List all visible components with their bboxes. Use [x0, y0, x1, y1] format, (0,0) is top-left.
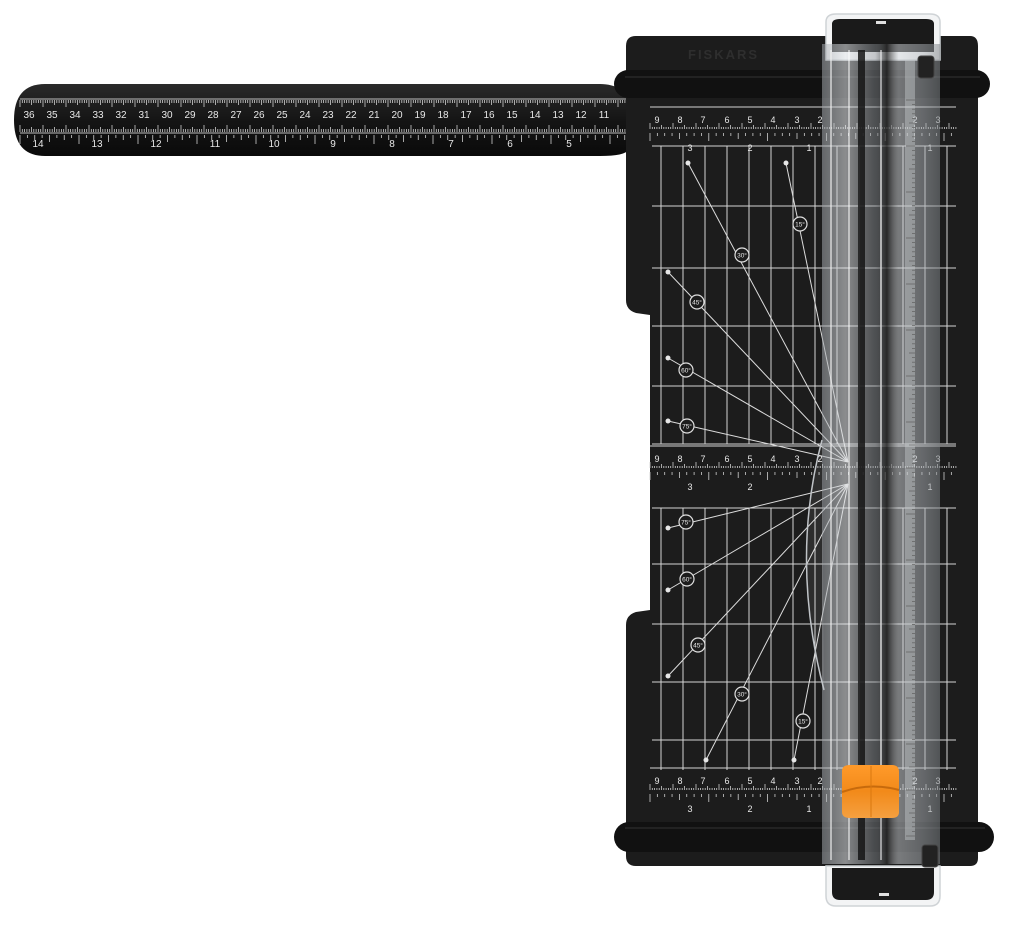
- svg-text:8: 8: [677, 454, 682, 464]
- svg-text:2: 2: [747, 804, 752, 814]
- arm-cm-label: 36: [23, 110, 35, 121]
- svg-text:2: 2: [747, 482, 752, 492]
- angle-label: 60°: [681, 367, 691, 375]
- svg-text:1: 1: [806, 143, 811, 153]
- svg-text:5: 5: [747, 454, 752, 464]
- arm-cm-label: 20: [391, 110, 403, 121]
- svg-text:8: 8: [677, 776, 682, 786]
- svg-text:9: 9: [654, 115, 659, 125]
- angle-guides: 15° 30° 45° 60° 75° 75° 60° 45° 30° 15°: [665, 160, 849, 763]
- svg-text:3: 3: [794, 115, 799, 125]
- arm-cm-label: 24: [299, 110, 311, 121]
- svg-text:5: 5: [747, 776, 752, 786]
- svg-text:9: 9: [654, 454, 659, 464]
- angle-label: 60°: [682, 576, 692, 584]
- angle-label: 30°: [737, 691, 747, 699]
- svg-text:7: 7: [700, 776, 705, 786]
- svg-text:6: 6: [724, 776, 729, 786]
- svg-text:5: 5: [747, 115, 752, 125]
- arm-inch-label: 7: [448, 139, 454, 150]
- arm-cm-label: 32: [115, 110, 127, 121]
- angle-label: 75°: [681, 519, 691, 527]
- arm-inch-label: 8: [389, 139, 395, 150]
- arm-inch-label: 6: [507, 139, 513, 150]
- svg-text:2: 2: [747, 143, 752, 153]
- arm-inch-label: 10: [268, 139, 280, 150]
- svg-text:7: 7: [700, 115, 705, 125]
- arm-cm-label: 11: [599, 110, 610, 121]
- arm-cm-label: 12: [575, 110, 587, 121]
- svg-text:2: 2: [817, 115, 822, 125]
- svg-text:3: 3: [687, 482, 692, 492]
- angle-label: 15°: [798, 718, 808, 726]
- svg-text:3: 3: [794, 454, 799, 464]
- cutting-rail[interactable]: [822, 13, 941, 907]
- blade-handle[interactable]: [841, 765, 900, 818]
- angle-label: 75°: [682, 423, 692, 431]
- arm-cm-label: 31: [138, 110, 150, 121]
- arm-cm-label: 18: [437, 110, 449, 121]
- arm-cm-label: 34: [69, 110, 81, 121]
- angle-label: 15°: [795, 221, 805, 229]
- svg-text:2: 2: [817, 776, 822, 786]
- arm-inch-ticks: [19, 135, 626, 144]
- svg-text:4: 4: [770, 776, 775, 786]
- svg-text:3: 3: [687, 804, 692, 814]
- arm-inch-label: 11: [210, 139, 221, 150]
- svg-text:4: 4: [770, 454, 775, 464]
- arm-cm-label: 27: [230, 110, 242, 121]
- svg-text:1: 1: [806, 804, 811, 814]
- svg-text:4: 4: [770, 115, 775, 125]
- svg-text:2: 2: [817, 454, 822, 464]
- arm-inch-label: 9: [330, 139, 336, 150]
- arm-cm-label: 22: [345, 110, 357, 121]
- svg-text:3: 3: [687, 143, 692, 153]
- arm-inch-label: 12: [150, 139, 162, 150]
- svg-text:8: 8: [677, 115, 682, 125]
- angle-label: 30°: [737, 252, 747, 260]
- arm-cm-label: 16: [483, 110, 495, 121]
- angle-label: 45°: [692, 299, 702, 307]
- arm-cm-label: 29: [184, 110, 196, 121]
- svg-text:7: 7: [700, 454, 705, 464]
- arm-inch-label: 5: [566, 139, 572, 150]
- arm-cm-label: 26: [253, 110, 265, 121]
- svg-text:9: 9: [654, 776, 659, 786]
- arm-inch-label: 13: [91, 139, 103, 150]
- arm-cm-label: 35: [46, 110, 58, 121]
- arm-cm-label: 25: [276, 110, 288, 121]
- arm-cm-label: 13: [552, 110, 564, 121]
- svg-text:3: 3: [794, 776, 799, 786]
- arm-cm-label: 14: [529, 110, 541, 121]
- arm-cm-label: 33: [92, 110, 104, 121]
- angle-label: 45°: [693, 642, 703, 650]
- arm-cm-label: 30: [161, 110, 173, 121]
- arm-cm-label: 19: [414, 110, 426, 121]
- arm-inch-label: 14: [32, 139, 44, 150]
- svg-text:6: 6: [724, 454, 729, 464]
- arm-cm-label: 17: [460, 110, 472, 121]
- extension-arm[interactable]: 36 35 34 33 32 31 30 29 28 27 26 25 24 23 22 21 20 19 18 17…: [14, 84, 628, 156]
- arm-inch-labels: 14 13 12 11 10 9 8 7 6 5: [32, 139, 572, 150]
- arm-cm-label: 28: [207, 110, 219, 121]
- brand-logo: FISKARS: [688, 47, 759, 62]
- arm-cm-label: 15: [506, 110, 518, 121]
- arm-cm-label: 23: [322, 110, 334, 121]
- arm-cm-label: 21: [368, 110, 380, 121]
- svg-text:6: 6: [724, 115, 729, 125]
- arm-cm-ticks: [19, 100, 628, 132]
- arm-cm-labels: 36 35 34 33 32 31 30 29 28 27 26 25 24 23 22 21 20 19 18 17…: [23, 110, 609, 121]
